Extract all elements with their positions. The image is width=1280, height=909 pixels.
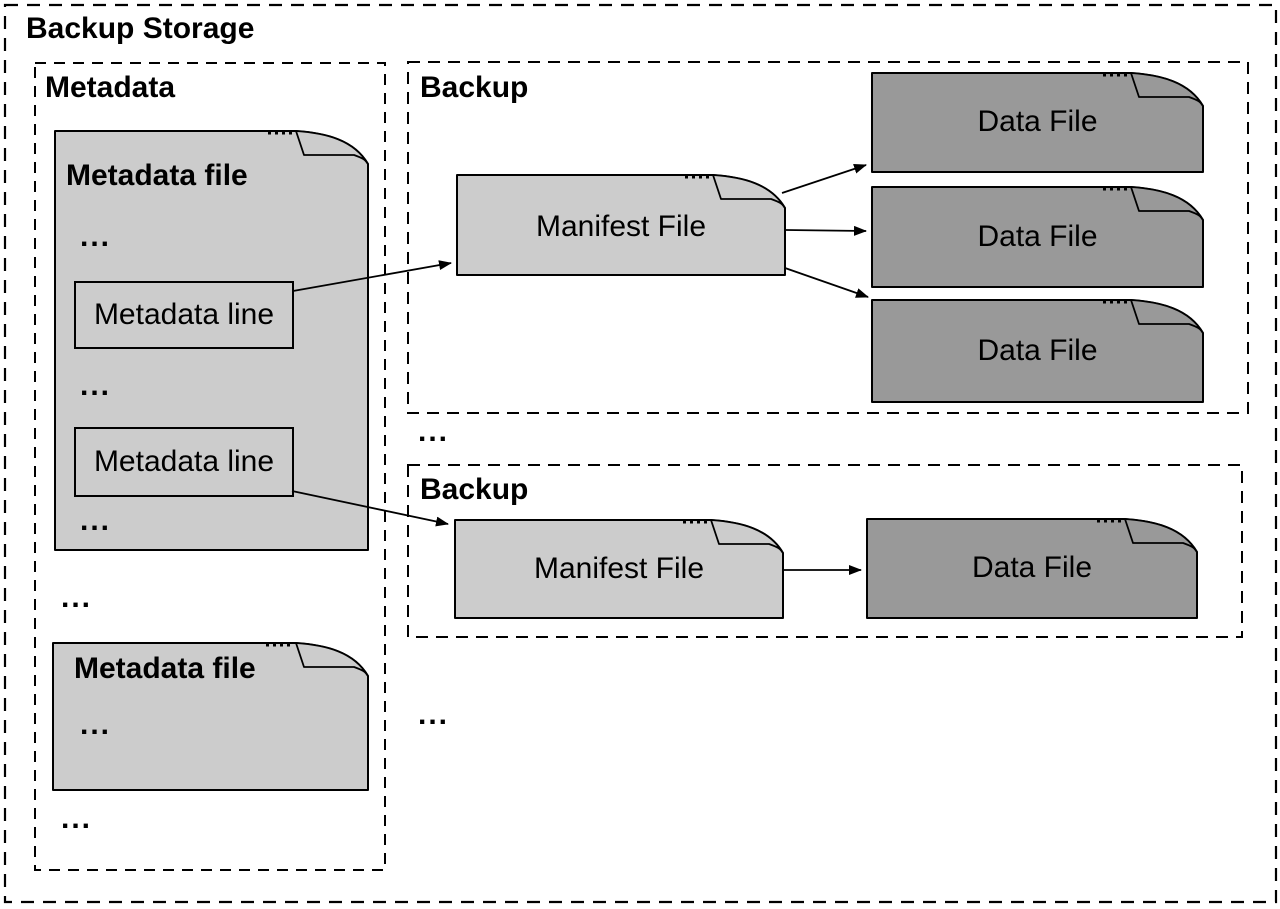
metadata-file-2-title: Metadata file [74,652,256,685]
manifest-file-1-fold [712,174,786,209]
metadata-line-2-box [74,427,294,497]
data-file-2-fold [1130,186,1204,221]
metadata-section-label: Metadata [45,71,176,104]
backup-1-label: Backup [420,71,529,104]
ellipsis: ... [61,581,93,614]
metadata-line-1-label: Metadata line [93,298,275,331]
ellipsis: ... [418,698,450,731]
metadata-section-border [34,62,386,871]
arrow-metadata-line-1-to-manifest-1 [292,260,452,292]
ellipsis: ... [80,504,112,537]
metadata-file-2-fold [295,642,369,677]
ellipsis: ... [418,415,450,448]
ellipsis: ... [80,220,112,253]
data-file-3-label: Data File [977,334,1098,367]
backup-1-border [407,61,1249,414]
backup-2-label: Backup [420,473,529,506]
backup-2-border [407,464,1243,638]
arrow-manifest-1-to-data-file-3 [784,267,869,298]
ellipsis: ... [80,708,112,741]
arrow-manifest-1-to-data-file-1 [781,164,867,194]
manifest-file-2-fold [710,519,784,554]
metadata-file-1-fold [295,130,369,165]
ellipsis: ... [80,369,112,402]
arrow-manifest-1-to-data-file-2 [785,225,867,236]
metadata-line-1-box [74,281,294,349]
data-file-1-label: Data File [977,105,1098,138]
arrow-metadata-line-2-to-manifest-2 [291,490,449,527]
diagram-title: Backup Storage [26,12,255,45]
data-file-4-label: Data File [971,551,1093,584]
manifest-file-1-label: Manifest File [535,210,707,243]
metadata-line-2-label: Metadata line [93,445,275,478]
data-file-2-label: Data File [977,220,1098,253]
backup-storage-border [3,3,1278,904]
manifest-file-2-label: Manifest File [533,552,705,585]
metadata-file-1-title: Metadata file [66,159,248,192]
ellipsis: ... [61,802,93,835]
data-file-4-fold [1124,518,1198,553]
data-file-1-fold [1130,72,1204,107]
data-file-3-fold [1130,299,1204,334]
